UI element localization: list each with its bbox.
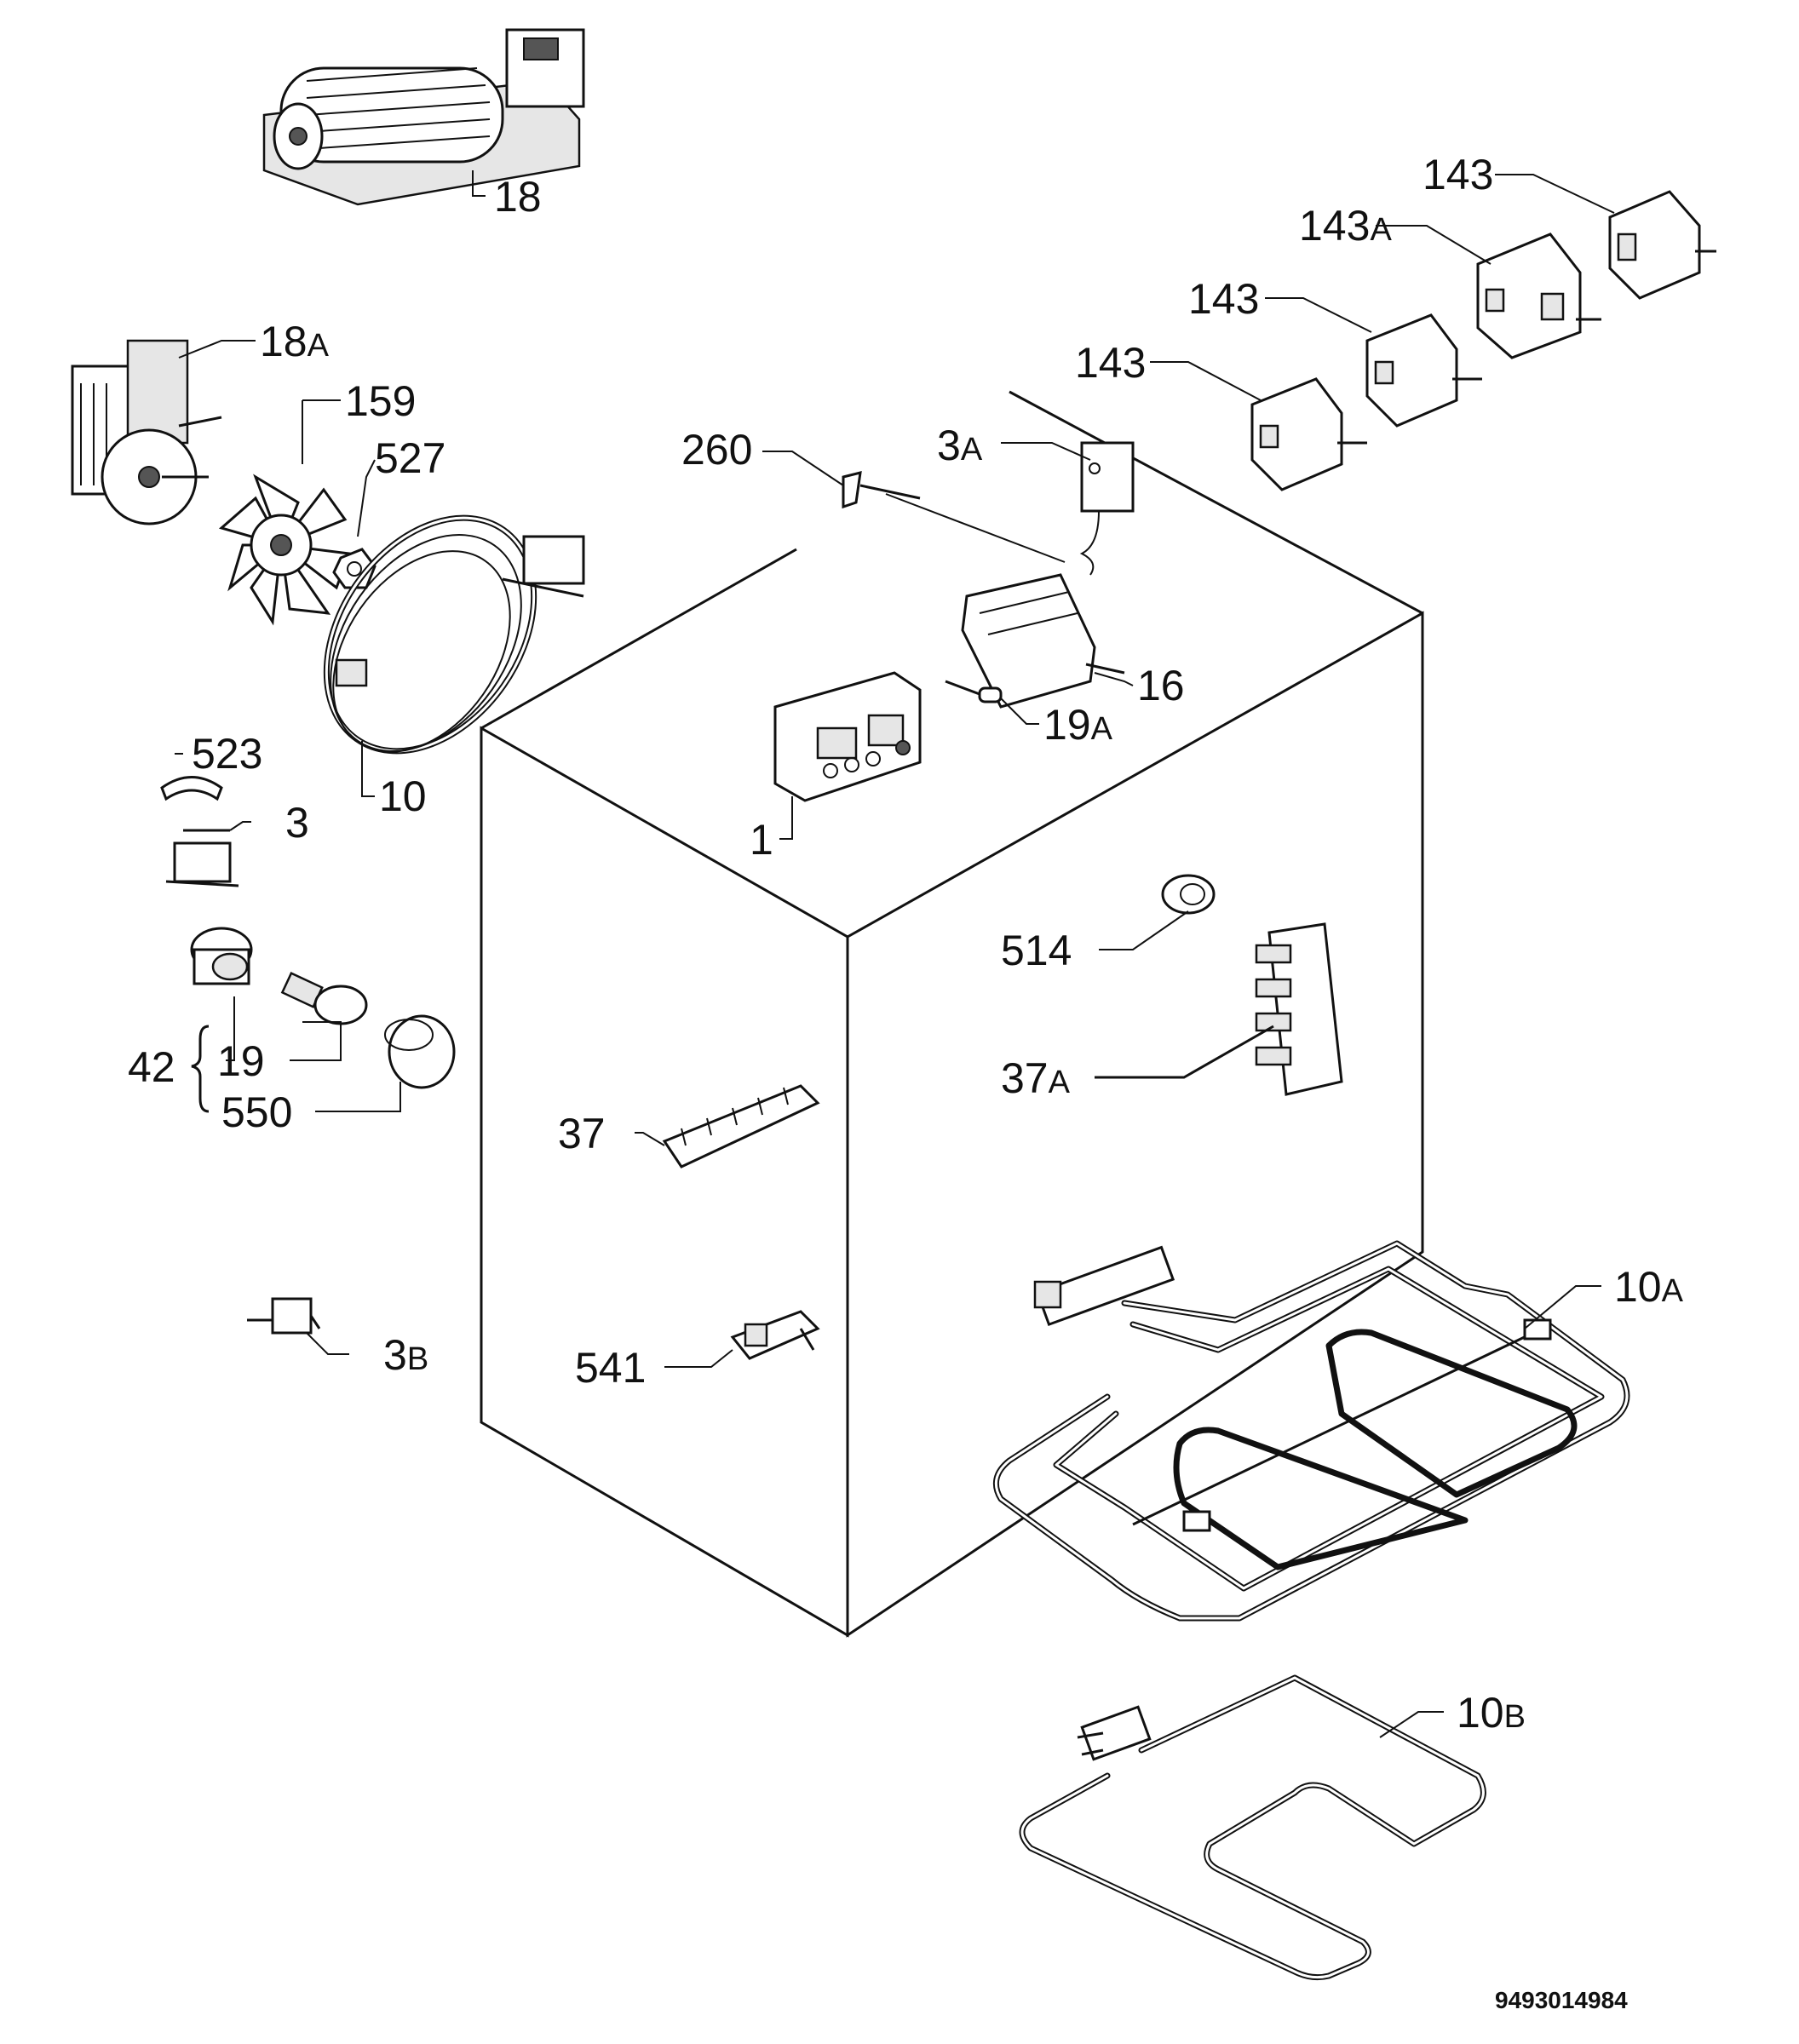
part-523-clip bbox=[160, 776, 223, 801]
label-143-middle: 143 bbox=[1188, 275, 1259, 323]
part-514-grommet bbox=[1161, 874, 1216, 915]
part-143-switch-2 bbox=[1365, 313, 1482, 428]
label-260: 260 bbox=[681, 426, 752, 474]
part-3-thermostat bbox=[165, 829, 239, 887]
label-42: 42 bbox=[128, 1043, 175, 1091]
label-550: 550 bbox=[221, 1088, 292, 1136]
label-3A: 3A bbox=[937, 422, 983, 469]
leader-lines bbox=[175, 170, 1615, 1738]
part-143-switch-1 bbox=[1250, 377, 1367, 491]
label-19A: 19A bbox=[1043, 701, 1113, 749]
part-541-connector bbox=[730, 1310, 820, 1360]
part-143-switch-3 bbox=[1608, 190, 1716, 300]
label-541: 541 bbox=[575, 1344, 646, 1392]
label-1: 1 bbox=[750, 816, 773, 864]
oven-cabinet bbox=[480, 390, 1424, 1638]
label-523: 523 bbox=[192, 730, 262, 778]
label-18A: 18A bbox=[260, 318, 330, 365]
part-37A-terminal-block bbox=[1255, 922, 1343, 1096]
label-514: 514 bbox=[1001, 927, 1072, 974]
label-3: 3 bbox=[285, 799, 309, 847]
part-18-tangential-fan bbox=[262, 28, 585, 206]
part-10A-grill-element bbox=[992, 1240, 1630, 1622]
label-10A: 10A bbox=[1614, 1263, 1684, 1311]
part-16-selector-switch bbox=[961, 573, 1125, 709]
label-10B: 10B bbox=[1457, 1689, 1526, 1737]
part-3A-thermostat bbox=[1079, 441, 1135, 576]
part-42-lamp-holder bbox=[190, 927, 253, 985]
label-3B: 3B bbox=[383, 1331, 428, 1379]
part-10-circular-element bbox=[323, 514, 585, 755]
part-3B-thermostat bbox=[247, 1297, 321, 1335]
label-19: 19 bbox=[217, 1037, 265, 1085]
label-16: 16 bbox=[1137, 662, 1185, 709]
part-550-lamp-cover bbox=[384, 1014, 456, 1089]
label-143-lower: 143 bbox=[1075, 339, 1146, 387]
label-37A: 37A bbox=[1001, 1054, 1071, 1102]
label-37: 37 bbox=[558, 1110, 606, 1157]
part-19A-lamp bbox=[945, 680, 1003, 703]
label-10: 10 bbox=[379, 772, 427, 820]
part-19-lamp-bulb bbox=[280, 972, 368, 1025]
label-143A: 143A bbox=[1299, 202, 1392, 250]
part-159-fan-wheel bbox=[218, 474, 352, 626]
part-260-probe bbox=[842, 471, 1066, 563]
document-number: 9493014984 bbox=[1495, 1987, 1628, 2013]
part-143A-switch bbox=[1476, 233, 1601, 359]
label-18: 18 bbox=[494, 173, 542, 221]
label-143-top: 143 bbox=[1423, 151, 1493, 198]
bracket-42 bbox=[191, 1025, 210, 1113]
part-37-terminal-block bbox=[662, 1084, 820, 1168]
label-527: 527 bbox=[375, 434, 445, 482]
part-1-timer bbox=[773, 671, 922, 802]
part-18A-fan-motor bbox=[71, 339, 222, 525]
label-159: 159 bbox=[345, 377, 416, 425]
part-labels: 18 18A 159 527 260 3A 143 143A 143 143 1… bbox=[128, 151, 1684, 2013]
part-10B-bottom-element bbox=[1019, 1674, 1486, 1981]
